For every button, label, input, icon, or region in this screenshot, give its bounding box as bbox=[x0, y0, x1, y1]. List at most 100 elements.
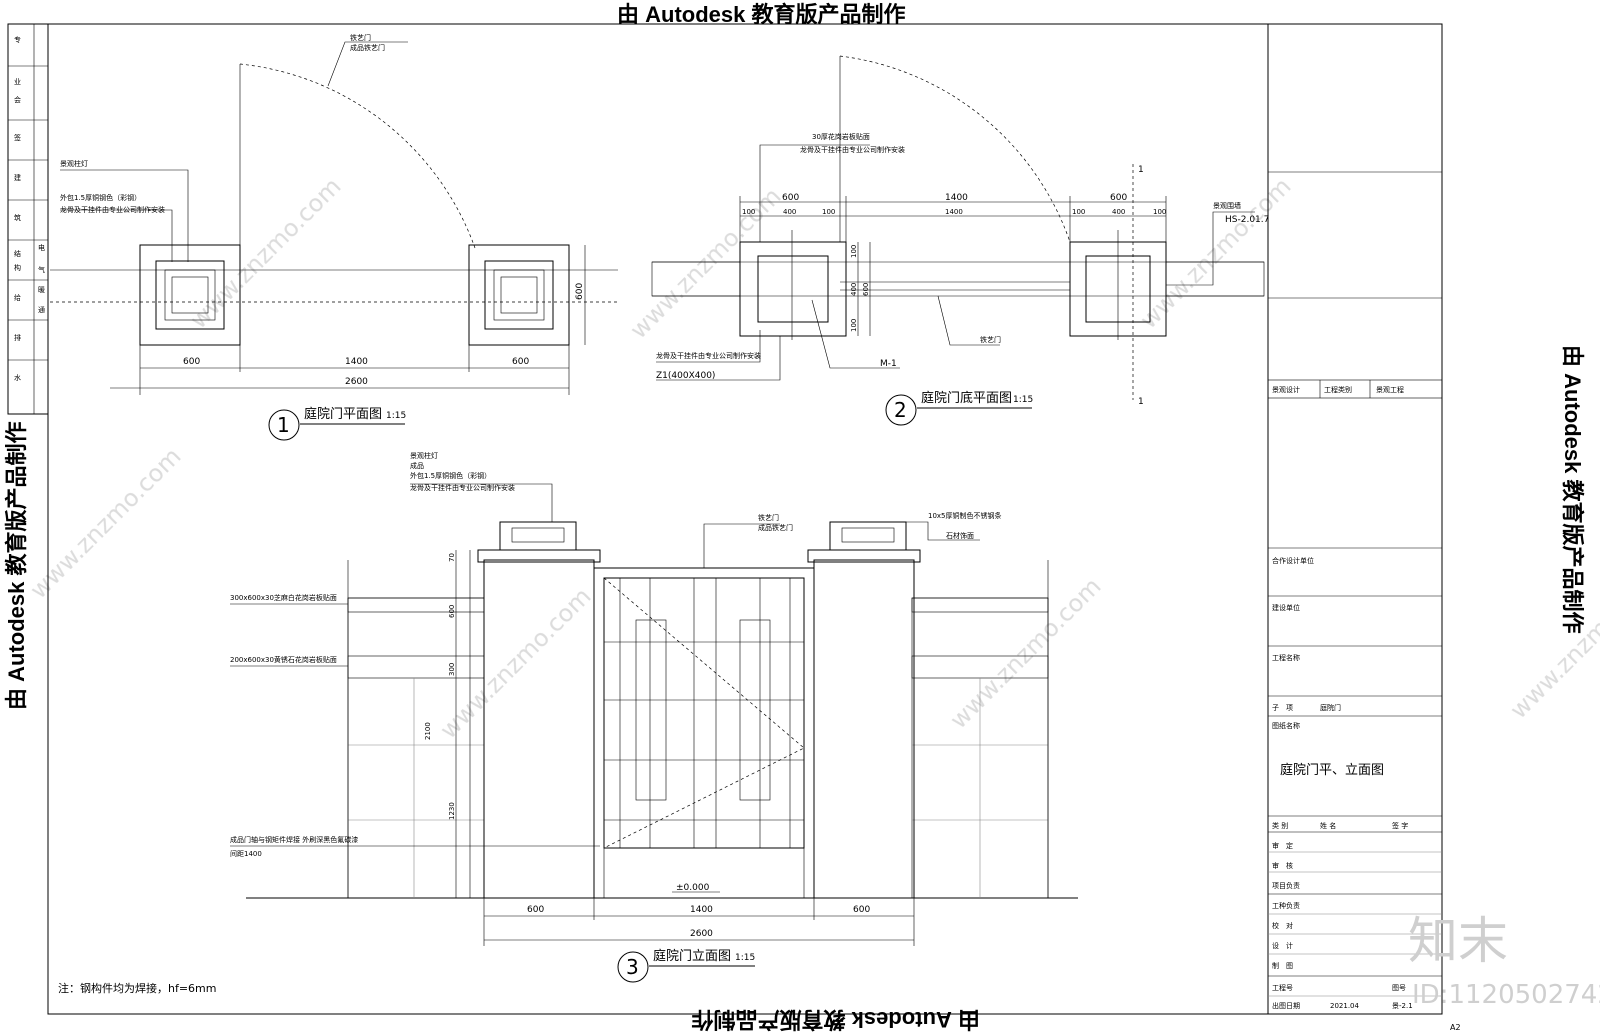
svg-text:100: 100 bbox=[1072, 208, 1085, 216]
watermark-bottom: 由 Autodesk 教育版产品制作 bbox=[692, 1007, 980, 1032]
svg-text:庭院门平、立面图: 庭院门平、立面图 bbox=[1280, 762, 1384, 778]
svg-text:600: 600 bbox=[782, 193, 799, 203]
watermark-right: 由 Autodesk 教育版产品制作 bbox=[1560, 345, 1585, 633]
svg-text:600: 600 bbox=[575, 283, 585, 300]
site-watermark: www.znzmo.com bbox=[624, 182, 786, 344]
svg-text:2: 2 bbox=[894, 398, 907, 422]
svg-text:景观柱灯: 景观柱灯 bbox=[410, 451, 438, 460]
id-watermark: ID:1120502742 bbox=[1412, 980, 1600, 1010]
svg-text:景观设计: 景观设计 bbox=[1272, 385, 1300, 394]
svg-text:1: 1 bbox=[1138, 165, 1144, 175]
svg-text:600: 600 bbox=[862, 283, 870, 296]
svg-text:300x600x30芝麻白花岗岩板贴面: 300x600x30芝麻白花岗岩板贴面 bbox=[230, 593, 337, 602]
svg-text:庭院门立面图: 庭院门立面图 bbox=[653, 948, 731, 964]
site-watermark: www.znzmo.com bbox=[184, 172, 346, 334]
site-watermark: www.znzmo.com bbox=[434, 582, 596, 744]
svg-text:水: 水 bbox=[14, 373, 21, 382]
svg-text:电: 电 bbox=[38, 243, 45, 252]
svg-text:设 计: 设 计 bbox=[1272, 941, 1293, 950]
svg-text:100: 100 bbox=[850, 319, 858, 332]
svg-text:100: 100 bbox=[742, 208, 755, 216]
svg-text:龙骨及干挂件由专业公司制作安装: 龙骨及干挂件由专业公司制作安装 bbox=[60, 205, 165, 214]
svg-text:外包1.5厚铜钢色（彩钢）: 外包1.5厚铜钢色（彩钢） bbox=[410, 471, 491, 480]
svg-text:审 定: 审 定 bbox=[1272, 841, 1293, 850]
svg-text:HS-2.01.7: HS-2.01.7 bbox=[1225, 215, 1269, 225]
svg-text:龙骨及干挂件由专业公司制作安装: 龙骨及干挂件由专业公司制作安装 bbox=[410, 483, 515, 492]
svg-text:400: 400 bbox=[1112, 208, 1125, 216]
svg-text:类 别: 类 别 bbox=[1272, 821, 1288, 830]
svg-text:30厚花岗岩板贴面: 30厚花岗岩板贴面 bbox=[812, 132, 870, 141]
svg-text:会: 会 bbox=[14, 95, 21, 104]
logo-watermark: 知末 bbox=[1408, 912, 1508, 970]
svg-text:专: 专 bbox=[14, 35, 21, 44]
svg-text:100: 100 bbox=[850, 245, 858, 258]
svg-text:图号: 图号 bbox=[1392, 984, 1406, 992]
svg-text:校 对: 校 对 bbox=[1272, 921, 1293, 930]
site-watermark: www.znzmo.com bbox=[24, 442, 186, 604]
svg-text:400: 400 bbox=[783, 208, 796, 216]
svg-text:1400: 1400 bbox=[945, 193, 968, 203]
svg-text:±0.000: ±0.000 bbox=[676, 883, 710, 893]
site-watermark: www.znzmo.com bbox=[944, 572, 1106, 734]
plan-view-1: 铁艺门 成品铁艺门 景观柱灯 外包1.5厚铜钢色（彩钢） 龙骨及干挂件由专业公司… bbox=[50, 33, 618, 441]
svg-text:200x600x30黄锈石花岗岩板贴面: 200x600x30黄锈石花岗岩板贴面 bbox=[230, 655, 337, 664]
svg-text:庭院门: 庭院门 bbox=[1320, 703, 1341, 712]
svg-text:工种负责: 工种负责 bbox=[1272, 901, 1300, 910]
svg-text:合作设计单位: 合作设计单位 bbox=[1272, 556, 1314, 565]
svg-text:400: 400 bbox=[850, 283, 858, 296]
svg-text:300: 300 bbox=[448, 663, 456, 676]
svg-text:600: 600 bbox=[853, 905, 870, 915]
svg-text:3: 3 bbox=[626, 955, 639, 979]
svg-text:业: 业 bbox=[14, 77, 21, 86]
svg-text:制 图: 制 图 bbox=[1272, 961, 1293, 970]
svg-text:成品: 成品 bbox=[410, 461, 424, 470]
svg-text:工程号: 工程号 bbox=[1272, 983, 1293, 992]
watermark-left: 由 Autodesk 教育版产品制作 bbox=[4, 422, 29, 710]
svg-text:600: 600 bbox=[527, 905, 544, 915]
svg-text:项目负责: 项目负责 bbox=[1272, 881, 1300, 890]
svg-text:2100: 2100 bbox=[424, 722, 432, 740]
svg-text:给: 给 bbox=[14, 293, 21, 302]
drawing-note: 注：钢构件均为焊接，hf=6mm bbox=[58, 981, 217, 995]
svg-text:1:15: 1:15 bbox=[1013, 395, 1033, 405]
svg-text:Z1(400X400): Z1(400X400) bbox=[656, 371, 715, 381]
svg-text:2600: 2600 bbox=[690, 929, 713, 939]
drawing-frame bbox=[47, 23, 1443, 1015]
svg-text:1400: 1400 bbox=[345, 357, 368, 367]
svg-text:建: 建 bbox=[14, 173, 21, 182]
svg-text:出图日期: 出图日期 bbox=[1272, 1001, 1300, 1010]
svg-text:子 项: 子 项 bbox=[1272, 704, 1293, 712]
paper-size: A2 bbox=[1450, 1023, 1461, 1032]
plan-view-2: 1 1 600 1400 600 100 400 100 1400 100 40… bbox=[651, 55, 1269, 426]
svg-text:70: 70 bbox=[448, 553, 456, 562]
svg-text:庭院门平面图: 庭院门平面图 bbox=[304, 406, 382, 422]
svg-text:景观围墙: 景观围墙 bbox=[1213, 201, 1241, 210]
svg-text:签: 签 bbox=[14, 133, 21, 142]
svg-text:1:15: 1:15 bbox=[386, 411, 406, 421]
svg-text:石材饰面: 石材饰面 bbox=[946, 531, 974, 540]
svg-text:铁艺门: 铁艺门 bbox=[980, 335, 1001, 344]
svg-text:1: 1 bbox=[277, 413, 290, 437]
svg-text:筑: 筑 bbox=[14, 213, 21, 222]
svg-text:1230: 1230 bbox=[448, 802, 456, 820]
svg-text:M-1: M-1 bbox=[880, 359, 897, 369]
elevation-view-3: 300x600x30芝麻白花岗岩板贴面 200x600x30黄锈石花岗岩板贴面 … bbox=[230, 451, 1078, 983]
svg-text:100: 100 bbox=[822, 208, 835, 216]
svg-text:600: 600 bbox=[1110, 193, 1127, 203]
svg-text:通: 通 bbox=[38, 305, 45, 314]
svg-text:暖: 暖 bbox=[38, 286, 45, 294]
svg-text:景-2.1: 景-2.1 bbox=[1392, 1002, 1413, 1010]
svg-text:结: 结 bbox=[14, 249, 21, 258]
svg-text:600: 600 bbox=[512, 357, 529, 367]
svg-text:气: 气 bbox=[38, 265, 45, 274]
site-watermark: www.znzmo.com bbox=[1134, 172, 1296, 334]
svg-text:庭院门底平面图: 庭院门底平面图 bbox=[921, 390, 1012, 406]
svg-text:间距1400: 间距1400 bbox=[230, 850, 262, 858]
svg-text:龙骨及干挂件由专业公司制作安装: 龙骨及干挂件由专业公司制作安装 bbox=[656, 351, 761, 360]
svg-text:图纸名称: 图纸名称 bbox=[1272, 721, 1300, 730]
svg-text:600: 600 bbox=[183, 357, 200, 367]
svg-text:姓 名: 姓 名 bbox=[1320, 821, 1336, 830]
svg-text:2021.04: 2021.04 bbox=[1330, 1002, 1359, 1010]
title-block: 景观设计 工程类别 景观工程 合作设计单位 建设单位 工程名称 子 项 庭院门 … bbox=[1267, 171, 1443, 1010]
